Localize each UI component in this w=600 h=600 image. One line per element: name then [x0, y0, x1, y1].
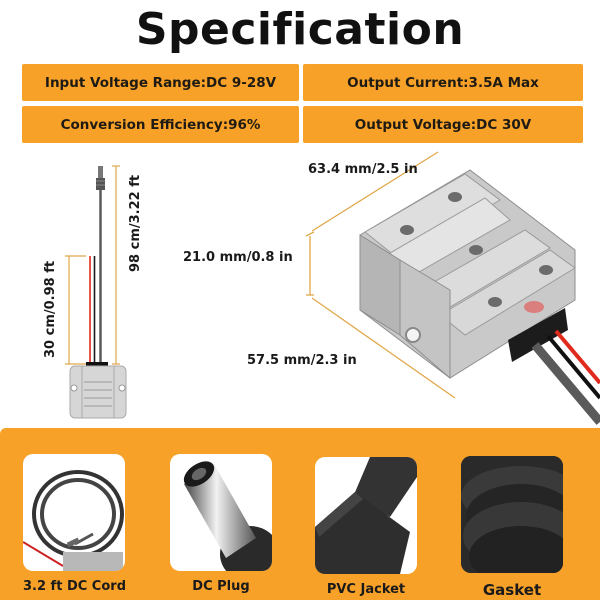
feature-dc-plug: DC Plug	[170, 454, 272, 594]
spec-output-voltage: Output Voltage:DC 30V	[303, 106, 583, 143]
cable-diagram	[65, 165, 127, 419]
module-width-label: 57.5 mm/2.3 in	[247, 353, 357, 368]
module-height-label: 21.0 mm/0.8 in	[183, 250, 293, 265]
dimension-lines	[305, 151, 456, 399]
screw-icons	[400, 192, 553, 307]
feature-dc-cord: 3.2 ft DC Cord	[23, 454, 126, 594]
total-length-label: 98 cm/3.22 ft	[128, 174, 143, 272]
dc-plug-icon	[170, 454, 272, 571]
converter-module-illustration	[305, 151, 600, 425]
dc-plug-icon	[96, 166, 105, 190]
module-length-label: 63.4 mm/2.5 in	[308, 162, 418, 177]
page-title: Specification	[135, 4, 465, 55]
coiled-cord-icon	[23, 454, 125, 571]
wire-length-label: 30 cm/0.98 ft	[43, 260, 58, 358]
converter-module-top-icon	[69, 365, 127, 419]
features-panel: 3.2 ft DC Cord DC Plug	[0, 428, 600, 600]
feature-label: Gasket	[482, 581, 542, 599]
feature-label: PVC Jacket	[326, 582, 406, 597]
feature-pvc-jacket: PVC Jacket	[315, 457, 417, 597]
feature-label: DC Plug	[192, 579, 250, 594]
spec-conversion-efficiency: Conversion Efficiency:96%	[22, 106, 299, 143]
pvc-jacket-icon	[315, 457, 417, 574]
feature-label: 3.2 ft DC Cord	[23, 579, 126, 594]
spec-input-voltage: Input Voltage Range:DC 9-28V	[22, 64, 299, 101]
spec-output-current: Output Current:3.5A Max	[303, 64, 583, 101]
dimension-lines	[65, 165, 120, 365]
feature-gasket: Gasket	[461, 456, 563, 599]
gasket-icon	[461, 456, 563, 573]
